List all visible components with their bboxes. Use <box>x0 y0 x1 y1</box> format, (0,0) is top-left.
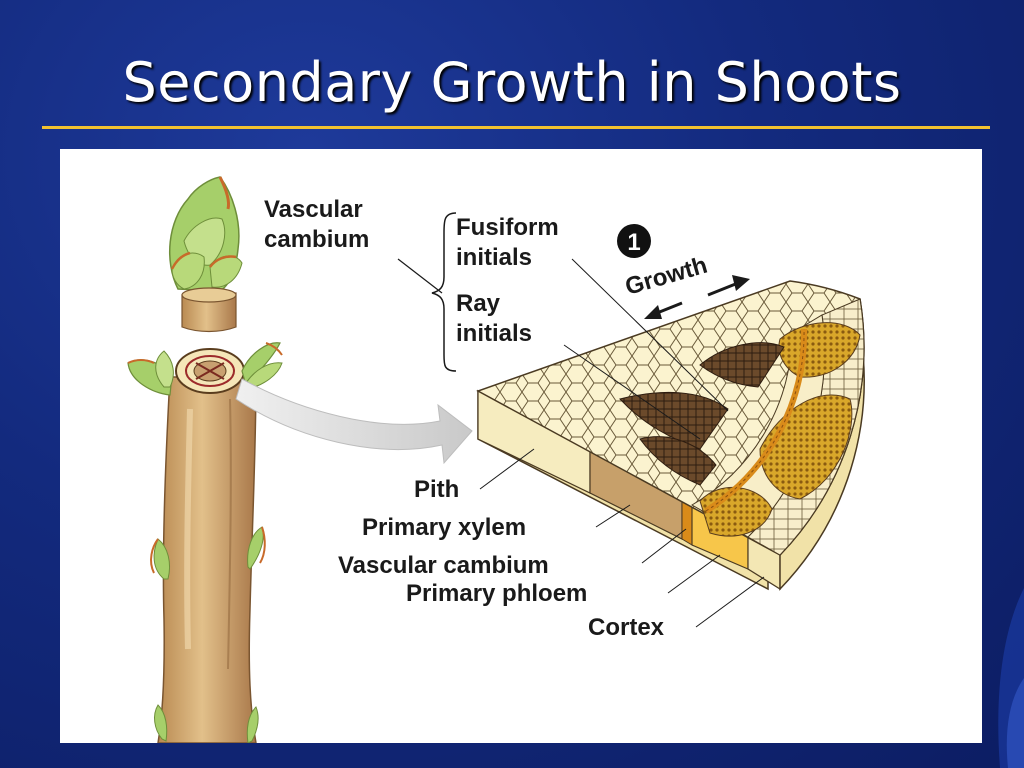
twig-stem <box>157 376 257 743</box>
shoot-illustration <box>127 176 283 743</box>
leader-line <box>595 504 631 528</box>
label-vascular-cambium-top-2: cambium <box>264 226 369 253</box>
xylem-wedge <box>699 342 785 388</box>
step-number-badge <box>617 224 651 258</box>
leader-line <box>479 448 535 490</box>
label-ray-2: initials <box>456 320 532 347</box>
label-fusiform-2: initials <box>456 244 532 271</box>
label-bracket <box>431 212 457 372</box>
label-ray-1: Ray <box>456 290 501 317</box>
xylem-wedge <box>639 436 717 486</box>
leader-line <box>563 344 701 440</box>
leader-line <box>667 554 721 594</box>
enlargement-arrow <box>235 378 473 465</box>
label-growth: Growth <box>622 252 710 301</box>
title-underline <box>42 126 990 129</box>
label-vascular-cambium-top-1: Vascular <box>264 196 363 223</box>
label-vascular-cambium: Vascular cambium <box>338 552 549 579</box>
growth-double-arrow <box>644 275 750 319</box>
twig-cut-segment <box>181 292 237 333</box>
slide-title: Secondary Growth in Shoots <box>122 51 902 114</box>
label-cortex: Cortex <box>588 614 665 641</box>
label-primary-xylem: Primary xylem <box>362 514 526 541</box>
leader-line <box>695 576 765 628</box>
decorative-swoosh <box>998 588 1024 768</box>
wedge-cross-section <box>476 280 865 591</box>
diagram-panel: Vascular cambium Fusiform initials Ray i… <box>60 149 982 743</box>
lateral-buds <box>127 342 283 743</box>
label-primary-phloem: Primary phloem <box>406 580 587 607</box>
leader-line <box>571 258 729 412</box>
leader-line <box>641 528 687 564</box>
terminal-bud <box>169 176 243 292</box>
stem-cross-section <box>175 348 245 394</box>
label-pith: Pith <box>414 476 459 503</box>
label-fusiform-1: Fusiform <box>456 214 559 241</box>
secondary-growth-diagram: Vascular cambium Fusiform initials Ray i… <box>127 176 865 743</box>
leader-line <box>397 258 443 294</box>
step-number: 1 <box>627 229 640 256</box>
